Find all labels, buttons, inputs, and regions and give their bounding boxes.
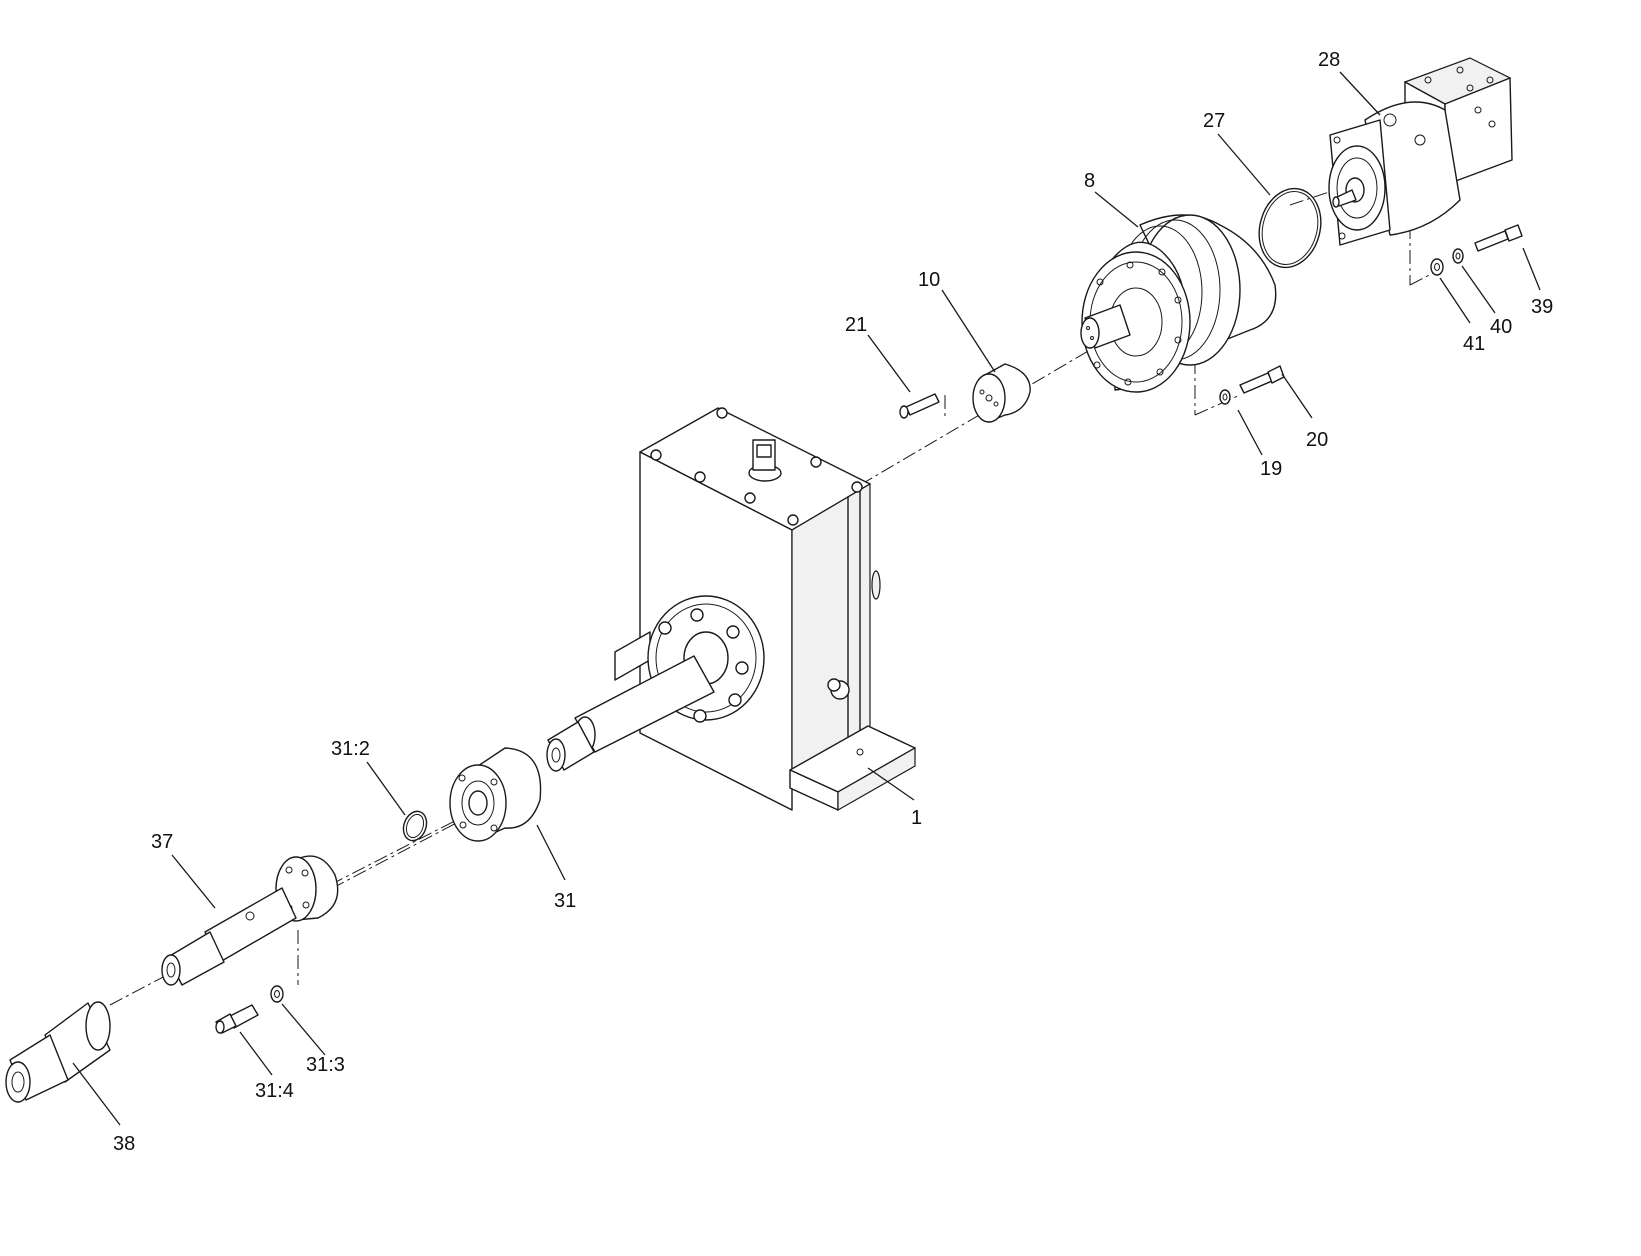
hydraulic-motor (1328, 57, 1513, 246)
callout-21: 21 (845, 314, 867, 336)
callout-37: 37 (151, 831, 173, 853)
washer-19 (1219, 389, 1231, 405)
o-ring-27 (1258, 187, 1322, 269)
callout-31-4: 31:4 (255, 1080, 294, 1102)
callout-20: 20 (1306, 429, 1328, 451)
leader-lines (72, 71, 1541, 1126)
callout-8: 8 (1084, 170, 1095, 192)
callout-41: 41 (1463, 333, 1485, 355)
washer-40 (1452, 248, 1464, 264)
flanged-shaft (161, 855, 339, 986)
planetary-drive (1080, 214, 1277, 393)
washer-41 (1430, 258, 1444, 276)
callout-27: 27 (1203, 110, 1225, 132)
callout-40: 40 (1490, 316, 1512, 338)
drain-plug (827, 678, 850, 700)
callout-19: 19 (1260, 458, 1282, 480)
bolt-20 (1239, 365, 1285, 394)
coupling-hub (449, 747, 542, 842)
bolt-21 (899, 393, 940, 419)
callout-38: 38 (113, 1133, 135, 1155)
washer-31-3 (270, 985, 284, 1003)
gearbox-housing (546, 407, 916, 812)
sleeve (5, 1001, 111, 1103)
coupling-10 (972, 363, 1031, 423)
callout-31: 31 (554, 890, 576, 912)
o-ring-31-2 (402, 810, 428, 842)
output-shaft (546, 655, 715, 772)
breather-fitting (748, 439, 782, 482)
callout-10: 10 (918, 269, 940, 291)
callout-28: 28 (1318, 49, 1340, 71)
callout-39: 39 (1531, 296, 1553, 318)
callout-labels: 1 8 10 21 19 20 27 28 39 40 41 31 31:2 3… (113, 49, 1553, 1155)
bolt-39 (1474, 224, 1523, 252)
callout-31-2: 31:2 (331, 738, 370, 760)
bolt-31-4 (215, 1004, 259, 1034)
callout-1: 1 (911, 807, 922, 829)
callout-31-3: 31:3 (306, 1054, 345, 1076)
housing-top-bolts (650, 407, 863, 526)
